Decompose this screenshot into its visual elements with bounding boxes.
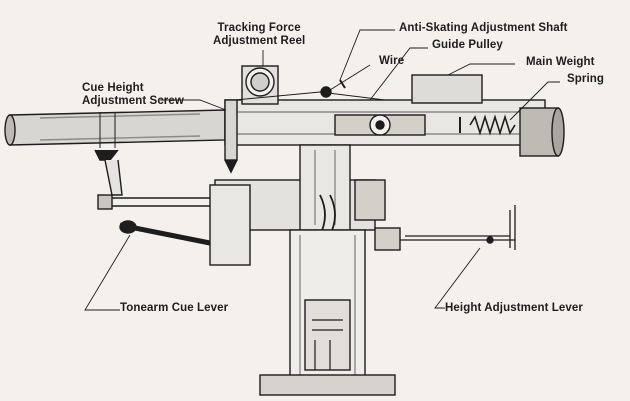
label-main-weight-text: Main Weight [526, 56, 595, 68]
spring-coil [459, 114, 516, 136]
leader-spring [509, 81, 560, 121]
label-cue-height-line1: Cue Height [82, 82, 144, 94]
leader-cue-height [160, 99, 227, 111]
label-tonearm-cue-lever-text: Tonearm Cue Lever [120, 302, 229, 314]
label-wire-text: Wire [379, 55, 405, 67]
label-main-weight: Main Weight [526, 56, 595, 69]
cue-height-screw [224, 99, 238, 174]
leader-anti-skating [339, 29, 395, 81]
leader-wire [329, 64, 371, 91]
label-tracking-force: Tracking Force Adjustment Reel [213, 22, 305, 48]
label-tonearm-cue-lever: Tonearm Cue Lever [120, 302, 228, 315]
label-height-adjustment-lever-text: Height Adjustment Lever [445, 302, 583, 314]
leader-guide-pulley [369, 47, 428, 101]
height-adjustment-lever-drawing [374, 205, 516, 251]
base-column [259, 229, 396, 396]
leader-main-weight [447, 63, 515, 76]
arm-rest-post [97, 159, 210, 210]
label-height-adjustment-lever: Height Adjustment Lever [445, 302, 583, 315]
leader-height-adjustment-lever [434, 247, 481, 309]
cue-lever-drawing [119, 184, 251, 266]
tracking-force-reel [241, 65, 279, 105]
main-weight-drawing [411, 74, 565, 157]
label-anti-skating: Anti-Skating Adjustment Shaft [399, 22, 568, 35]
label-cue-height: Cue Height Adjustment Screw [82, 82, 184, 108]
label-spring-text: Spring [567, 73, 605, 85]
label-cue-height-line2: Adjustment Screw [82, 95, 184, 107]
label-guide-pulley: Guide Pulley [432, 39, 503, 52]
label-tracking-force-line2: Adjustment Reel [213, 35, 306, 47]
label-guide-pulley-text: Guide Pulley [432, 39, 503, 51]
wire-and-pulley [234, 79, 386, 101]
label-wire: Wire [379, 55, 404, 68]
label-spring: Spring [567, 73, 604, 86]
label-anti-skating-text: Anti-Skating Adjustment Shaft [399, 22, 568, 34]
leader-tonearm-cue-lever [84, 234, 131, 311]
label-tracking-force-line1: Tracking Force [217, 22, 301, 34]
tonearm-tube [4, 109, 226, 161]
